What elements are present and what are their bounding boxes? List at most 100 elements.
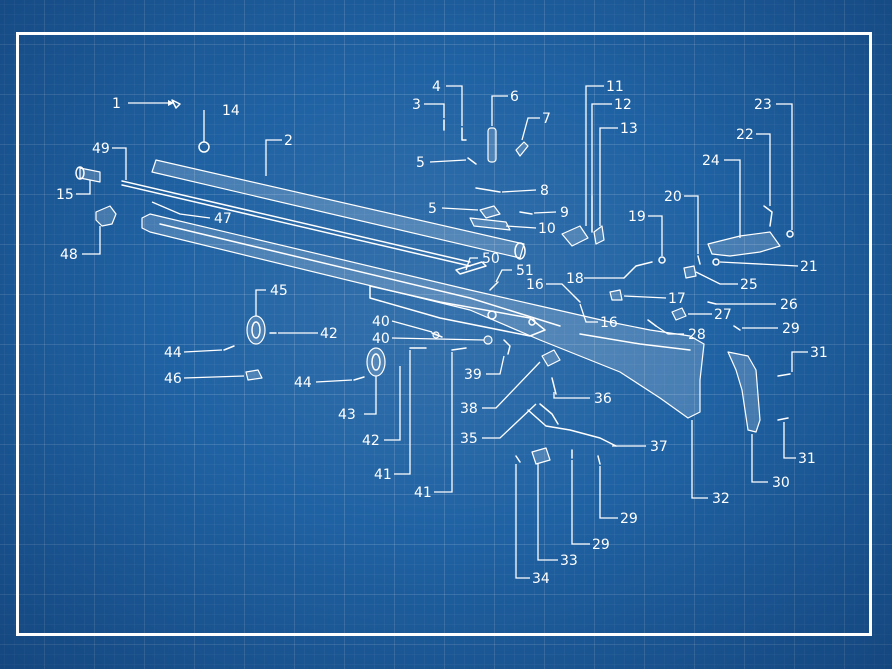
leader-11 — [585, 85, 604, 226]
part-8 — [475, 187, 501, 193]
label-29c: 29 — [782, 321, 800, 337]
label-9: 9 — [560, 205, 569, 221]
part-24 — [707, 231, 781, 257]
part-44a — [223, 345, 235, 351]
part-13 — [593, 225, 605, 245]
part-45-inner — [251, 321, 261, 339]
lockplate-part — [369, 285, 546, 337]
leader-35 — [482, 403, 537, 439]
label-4: 4 — [432, 79, 441, 95]
part-25 — [683, 265, 697, 279]
ramrod-part-2 — [121, 184, 471, 267]
leader-7 — [521, 117, 540, 141]
blueprint-frame — [16, 32, 872, 636]
leader-10 — [505, 225, 537, 229]
part-36 — [551, 377, 557, 395]
leader-49 — [112, 147, 127, 180]
leader-2 — [265, 139, 282, 176]
part-48 — [95, 205, 117, 227]
lock-screw-part-2 — [528, 318, 536, 326]
label-5b: 5 — [428, 201, 437, 217]
part-17 — [609, 289, 623, 301]
label-16a: 16 — [526, 277, 544, 293]
leader-9 — [533, 211, 557, 214]
label-21: 21 — [800, 259, 818, 275]
leader-20 — [684, 195, 699, 254]
label-22: 22 — [736, 127, 754, 143]
part-10 — [469, 217, 511, 231]
part-27 — [671, 307, 687, 321]
label-17: 17 — [668, 291, 686, 307]
label-16b: 16 — [600, 315, 618, 331]
leader-3 — [424, 103, 445, 118]
stock-groove — [159, 223, 561, 327]
barrel-part — [151, 159, 525, 259]
part-4 — [461, 127, 467, 141]
label-51: 51 — [516, 263, 534, 279]
part-46 — [245, 369, 263, 381]
part-15-end — [75, 166, 85, 180]
label-25: 25 — [740, 277, 758, 293]
part-23 — [786, 230, 794, 238]
part-33 — [531, 447, 551, 465]
barrel-muzzle-part — [514, 242, 526, 260]
label-42a: 42 — [320, 326, 338, 342]
part-9 — [519, 211, 533, 215]
leader-47 — [151, 201, 211, 219]
leader-36 — [553, 392, 590, 399]
leader-4 — [446, 85, 463, 126]
label-19: 19 — [628, 209, 646, 225]
label-11: 11 — [606, 79, 624, 95]
leader-32 — [691, 420, 708, 499]
label-12: 12 — [614, 97, 632, 113]
label-8: 8 — [540, 183, 549, 199]
leader-16b — [579, 303, 598, 323]
leader-21 — [719, 261, 799, 267]
label-24: 24 — [702, 153, 720, 169]
label-29a: 29 — [592, 537, 610, 553]
part-51 — [489, 281, 499, 291]
label-37: 37 — [650, 439, 668, 455]
stock-part — [141, 213, 705, 419]
leader-40a — [391, 320, 433, 333]
leader-13 — [599, 127, 618, 226]
part-18 — [623, 261, 653, 279]
label-26: 26 — [780, 297, 798, 313]
label-50: 50 — [482, 251, 500, 267]
label-5a: 5 — [416, 155, 425, 171]
label-42b: 42 — [362, 433, 380, 449]
part-11 — [561, 225, 589, 247]
label-40b: 40 — [372, 331, 390, 347]
part-35 — [527, 409, 617, 447]
part-35b — [539, 403, 559, 425]
part-29c — [733, 325, 741, 331]
label-28: 28 — [688, 327, 706, 343]
label-43: 43 — [338, 407, 356, 423]
leader-8 — [501, 189, 537, 193]
part-15 — [79, 167, 101, 183]
part-21 — [712, 258, 720, 266]
part-5a — [467, 157, 477, 165]
label-48: 48 — [60, 247, 78, 263]
label-47: 47 — [214, 211, 232, 227]
lock-screw-part — [487, 310, 497, 320]
label-41a: 41 — [374, 467, 392, 483]
part-22 — [763, 205, 773, 227]
arrow-1 — [168, 100, 174, 106]
label-7: 7 — [542, 111, 551, 127]
leader-5a — [429, 159, 467, 163]
leader-29a — [571, 460, 590, 545]
label-30: 30 — [772, 475, 790, 491]
label-44b: 44 — [294, 375, 312, 391]
part-30 — [727, 351, 761, 433]
part-43-inner — [371, 353, 381, 371]
label-1: 1 — [112, 96, 121, 112]
label-32: 32 — [712, 491, 730, 507]
label-46: 46 — [164, 371, 182, 387]
label-31b: 31 — [798, 451, 816, 467]
label-34: 34 — [532, 571, 550, 587]
part-5b — [479, 205, 501, 219]
label-14: 14 — [222, 103, 240, 119]
leader-44b — [315, 379, 353, 383]
label-45: 45 — [270, 283, 288, 299]
